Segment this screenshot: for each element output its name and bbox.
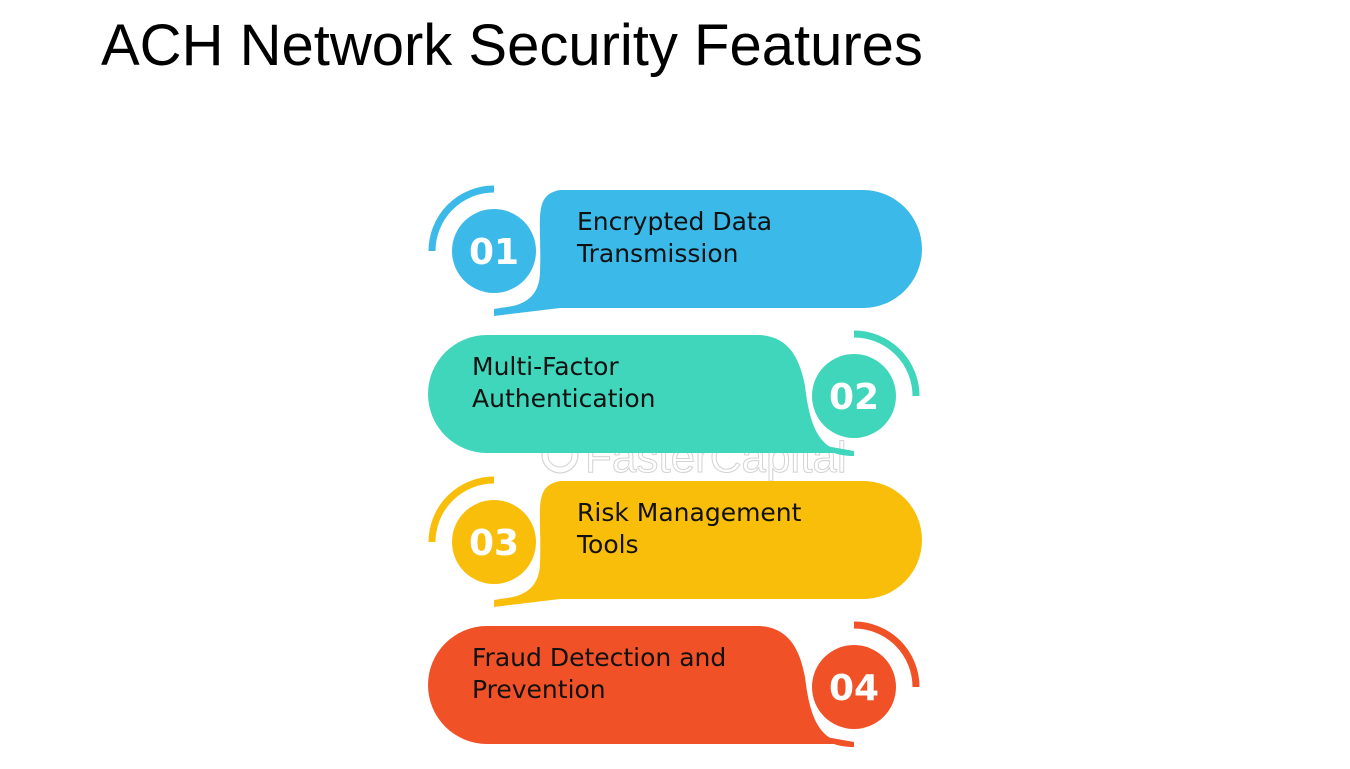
pill-shape	[428, 335, 854, 453]
decorative-arc-icon	[428, 476, 495, 543]
item-title-line2: Transmission	[576, 239, 739, 268]
item-title-line2: Prevention	[472, 675, 606, 704]
item-title-line1: Encrypted Data	[577, 207, 772, 236]
decorative-arc-icon	[428, 185, 495, 252]
number-badge	[452, 500, 536, 584]
item-title-line2: Tools	[576, 530, 639, 559]
item-number: 02	[829, 377, 879, 418]
item-number: 03	[469, 523, 519, 564]
pill-shape	[494, 481, 922, 599]
item-title-line2: Authentication	[472, 384, 656, 413]
item-title-line1: Multi-Factor	[472, 352, 619, 381]
item-title-line1: Risk Management	[577, 498, 802, 527]
item-number: 04	[829, 668, 879, 709]
number-badge	[812, 645, 896, 729]
pill-shape	[428, 626, 854, 744]
decorative-arc-icon	[853, 621, 920, 688]
number-badge	[452, 209, 536, 293]
number-badge	[812, 354, 896, 438]
item-title-line1: Fraud Detection and	[472, 643, 726, 672]
page-title: ACH Network Security Features	[101, 13, 923, 78]
pill-shape	[494, 190, 922, 308]
decorative-arc-icon	[853, 330, 920, 397]
item-number: 01	[469, 232, 519, 273]
